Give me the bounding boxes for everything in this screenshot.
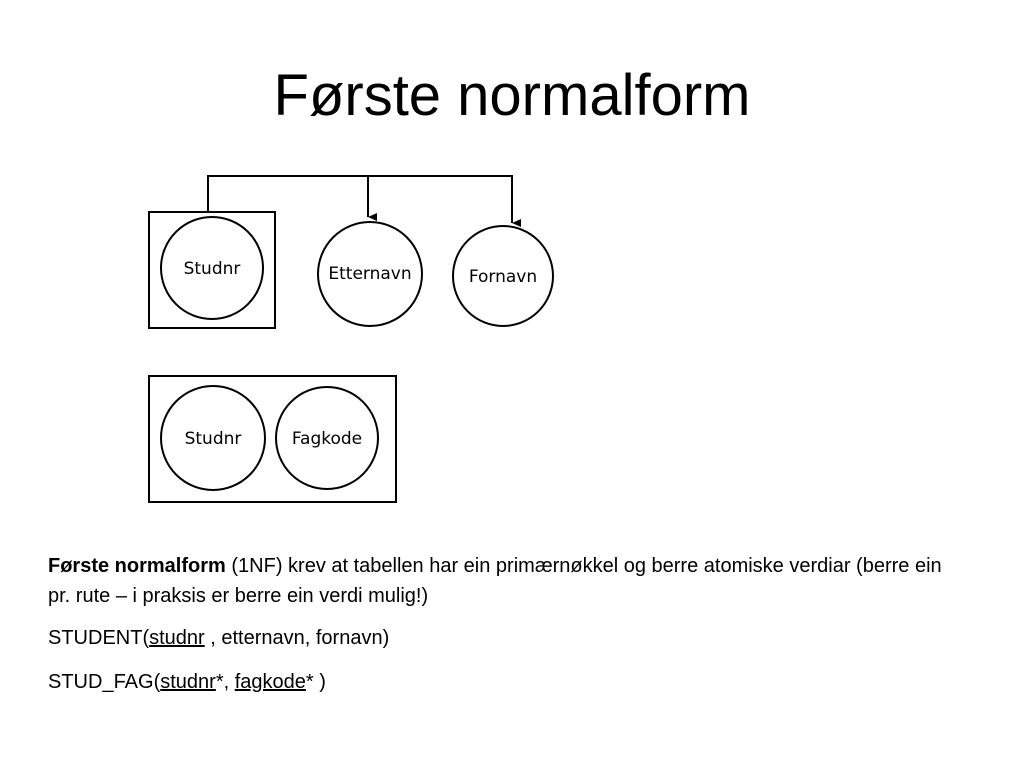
attribute-label-fornavn: Fornavn <box>469 267 537 287</box>
slide-title: Første normalform <box>273 63 751 128</box>
stud-fag-separator: *, <box>215 671 235 693</box>
attribute-circle-studnr <box>160 216 264 320</box>
body-text: Første normalform (1NF) krev at tabellen… <box>48 551 948 711</box>
attribute-label-fagkode: Fagkode <box>292 429 362 449</box>
attribute-label-studnr: Studnr <box>184 259 241 279</box>
attribute-circle-etternavn <box>317 221 423 327</box>
definition-paragraph: Første normalform (1NF) krev at tabellen… <box>48 551 948 611</box>
stud-fag-relation: STUD_FAG(studnr*, fagkode* ) <box>48 667 948 697</box>
student-primary-key: studnr <box>149 627 205 649</box>
stud-fag-suffix: * ) <box>305 671 326 693</box>
composite-key-box <box>148 375 397 503</box>
student-rest: , etternavn, fornavn) <box>204 627 390 649</box>
attribute-label-etternavn: Etternavn <box>328 264 411 284</box>
dependency-connector <box>207 175 521 227</box>
student-relation: STUDENT(studnr , etternavn, fornavn) <box>48 623 948 653</box>
definition-term: Første normalform <box>48 555 226 577</box>
definition-text: (1NF) krev at tabellen har ein primærnøk… <box>48 555 942 607</box>
student-prefix: STUDENT( <box>48 627 150 649</box>
attribute-label-studnr-2: Studnr <box>185 429 242 449</box>
stud-fag-key-fagkode: fagkode <box>234 671 306 693</box>
attribute-circle-studnr-2 <box>160 385 266 491</box>
stud-fag-prefix: STUD_FAG( <box>48 671 161 693</box>
attribute-circle-fornavn <box>452 225 554 327</box>
attribute-circle-fagkode <box>275 386 379 490</box>
primary-key-box <box>148 211 276 329</box>
stud-fag-key-studnr: studnr <box>160 671 216 693</box>
